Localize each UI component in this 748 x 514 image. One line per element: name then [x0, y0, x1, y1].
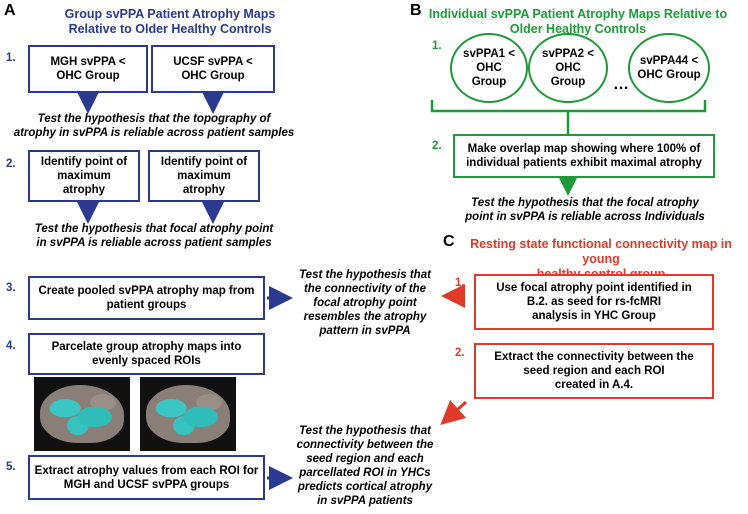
panel-a-step3-number: 3.	[6, 282, 16, 294]
panel-c-letter: C	[443, 233, 455, 250]
panel-a-letter: A	[4, 2, 16, 19]
svppa1-circle: svPPA1 < OHC Group	[450, 33, 528, 103]
panel-a-step2-number: 2.	[6, 158, 16, 170]
hypothesis-topography: Test the hypothesis that the topography …	[13, 113, 295, 139]
panel-b-letter: B	[410, 2, 422, 19]
brain-image-left	[34, 377, 130, 451]
panel-a-step4-number: 4.	[6, 340, 16, 352]
svppa44-circle: svPPA44 < OHC Group	[628, 33, 710, 103]
hypothesis-connectivity-predicts: Test the hypothesis that connectivity be…	[296, 425, 434, 507]
brain-surface-left	[40, 385, 124, 443]
hypothesis-individuals: Test the hypothesis that the focal atrop…	[465, 197, 705, 223]
identify-point-box-1: Identify point of maximum atrophy	[28, 150, 140, 202]
brain-image-right	[140, 377, 236, 451]
hypothesis-connectivity-resembles: Test the hypothesis that the connectivit…	[299, 269, 431, 337]
panel-a-title: Group svPPA Patient Atrophy Maps Relativ…	[64, 7, 276, 36]
panel-a-step1-number: 1.	[6, 52, 16, 64]
ellipsis: …	[613, 76, 629, 93]
arrow-c2-diag	[440, 400, 468, 426]
pooled-atrophy-map-box: Create pooled svPPA atrophy map from pat…	[28, 276, 265, 320]
identify-point-box-2: Identify point of maximum atrophy	[148, 150, 260, 202]
extract-connectivity-box: Extract the connectivity between the see…	[474, 343, 714, 399]
parcelate-rois-box: Parcelate group atrophy maps into evenly…	[28, 333, 265, 375]
extract-atrophy-values-box: Extract atrophy values from each ROI for…	[28, 455, 265, 500]
panel-c-step2-number: 2.	[455, 347, 465, 359]
panel-b-step2-number: 2.	[432, 140, 442, 152]
ucsf-svppa-box: UCSF svPPA < OHC Group	[151, 45, 275, 93]
svppa2-circle: svPPA2 < OHC Group	[528, 33, 608, 103]
overlap-map-box: Make overlap map showing where 100% of i…	[453, 134, 715, 178]
panel-b-title: Individual svPPA Patient Atrophy Maps Re…	[428, 7, 728, 36]
panel-c-step1-number: 1.	[455, 277, 465, 289]
mgh-svppa-box: MGH svPPA < OHC Group	[28, 45, 148, 93]
panel-a-step5-number: 5.	[6, 461, 16, 473]
panel-b-step1-number: 1.	[432, 40, 442, 52]
hypothesis-focal-point-samples: Test the hypothesis that focal atrophy p…	[34, 223, 274, 249]
seed-analysis-box: Use focal atrophy point identified in B.…	[474, 274, 714, 330]
brain-surface-right	[146, 385, 230, 443]
